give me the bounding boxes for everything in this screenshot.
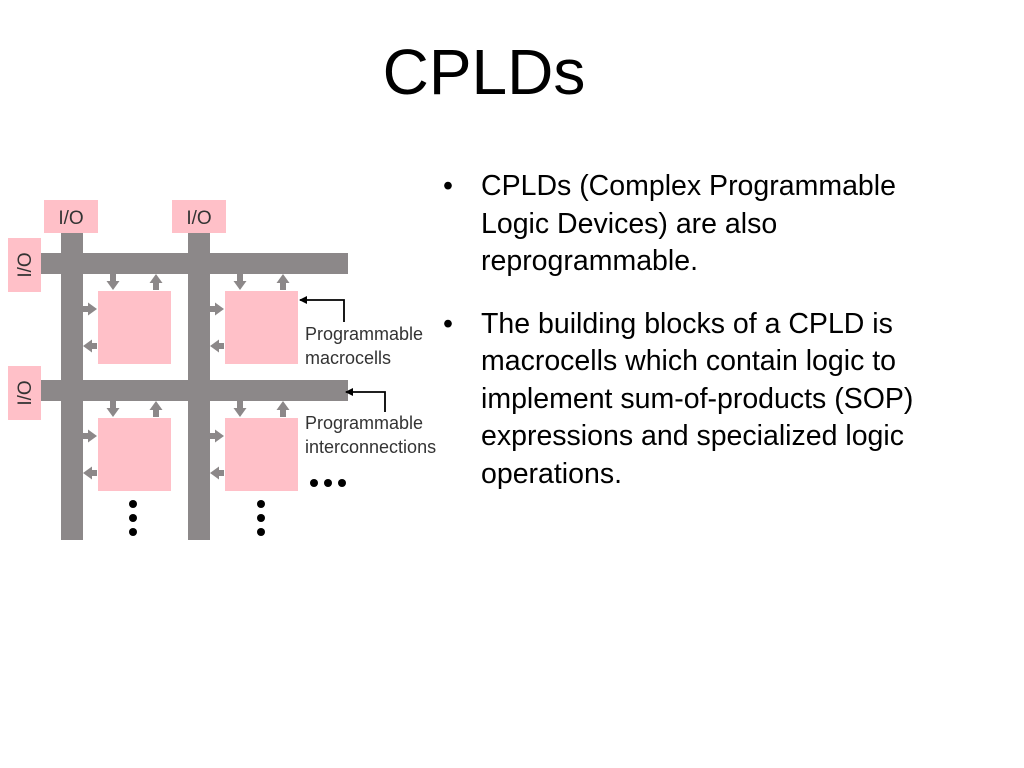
io-label: I/O xyxy=(15,252,36,277)
io-block-left-1: I/O xyxy=(8,238,41,292)
interconnect-arrow xyxy=(83,429,97,443)
bullet-marker: • xyxy=(443,170,453,202)
bullet-item: • CPLDs (Complex Programmable Logic Devi… xyxy=(437,168,997,281)
macrocell-callout-arrow xyxy=(299,296,345,322)
interconnect-arrows xyxy=(83,274,290,480)
io-label: I/O xyxy=(186,208,211,229)
interconnect-arrow xyxy=(149,274,163,290)
macrocell-label-line-1: Programmable xyxy=(305,324,423,344)
macrocell xyxy=(98,291,171,364)
io-label: I/O xyxy=(58,208,83,229)
macrocell xyxy=(98,418,171,491)
bullet-text: CPLDs (Complex Programmable Logic Device… xyxy=(481,170,896,277)
macrocell xyxy=(225,418,298,491)
bullet-marker: • xyxy=(443,307,453,340)
interconnect-arrow xyxy=(210,429,224,443)
interconnect-arrow xyxy=(233,401,247,417)
io-block-top-2: I/O xyxy=(172,200,226,233)
interconnect-arrow xyxy=(276,401,290,417)
continuation-dots-vertical-1 xyxy=(129,500,137,536)
cpld-diagram: I/O I/O I/O I/O Programmable macrocells … xyxy=(8,200,436,540)
interconnect-arrow xyxy=(106,274,120,290)
interconnect-arrow xyxy=(106,401,120,417)
interconnect-arrow xyxy=(83,302,97,316)
slide-title: CPLDs xyxy=(382,36,586,108)
interconnect-label-line-1: Programmable xyxy=(305,413,423,433)
io-label: I/O xyxy=(15,380,36,405)
io-block-top-1: I/O xyxy=(44,200,98,233)
interconnect-label-line-2: interconnections xyxy=(305,437,436,457)
bullet-list: • CPLDs (Complex Programmable Logic Devi… xyxy=(437,168,997,493)
interconnect-arrow xyxy=(210,466,224,480)
interconnect-callout-arrow xyxy=(345,388,386,412)
interconnect-arrow xyxy=(149,401,163,417)
interconnect-horizontal-bus-2 xyxy=(40,380,348,401)
bullet-item: • The building blocks of a CPLD is macro… xyxy=(437,306,997,494)
io-block-left-2: I/O xyxy=(8,366,41,420)
interconnect-horizontal-bus-1 xyxy=(40,253,348,274)
continuation-dots-vertical-2 xyxy=(257,500,265,536)
interconnect-arrow xyxy=(83,339,97,353)
macrocell-label-line-2: macrocells xyxy=(305,348,391,368)
interconnect-arrow xyxy=(233,274,247,290)
bullet-text: The building blocks of a CPLD is macroce… xyxy=(481,307,914,490)
continuation-dots-horizontal xyxy=(310,479,346,487)
interconnect-arrow xyxy=(276,274,290,290)
interconnect-arrow xyxy=(210,339,224,353)
interconnect-arrow xyxy=(210,302,224,316)
macrocell xyxy=(225,291,298,364)
interconnect-arrow xyxy=(83,466,97,480)
